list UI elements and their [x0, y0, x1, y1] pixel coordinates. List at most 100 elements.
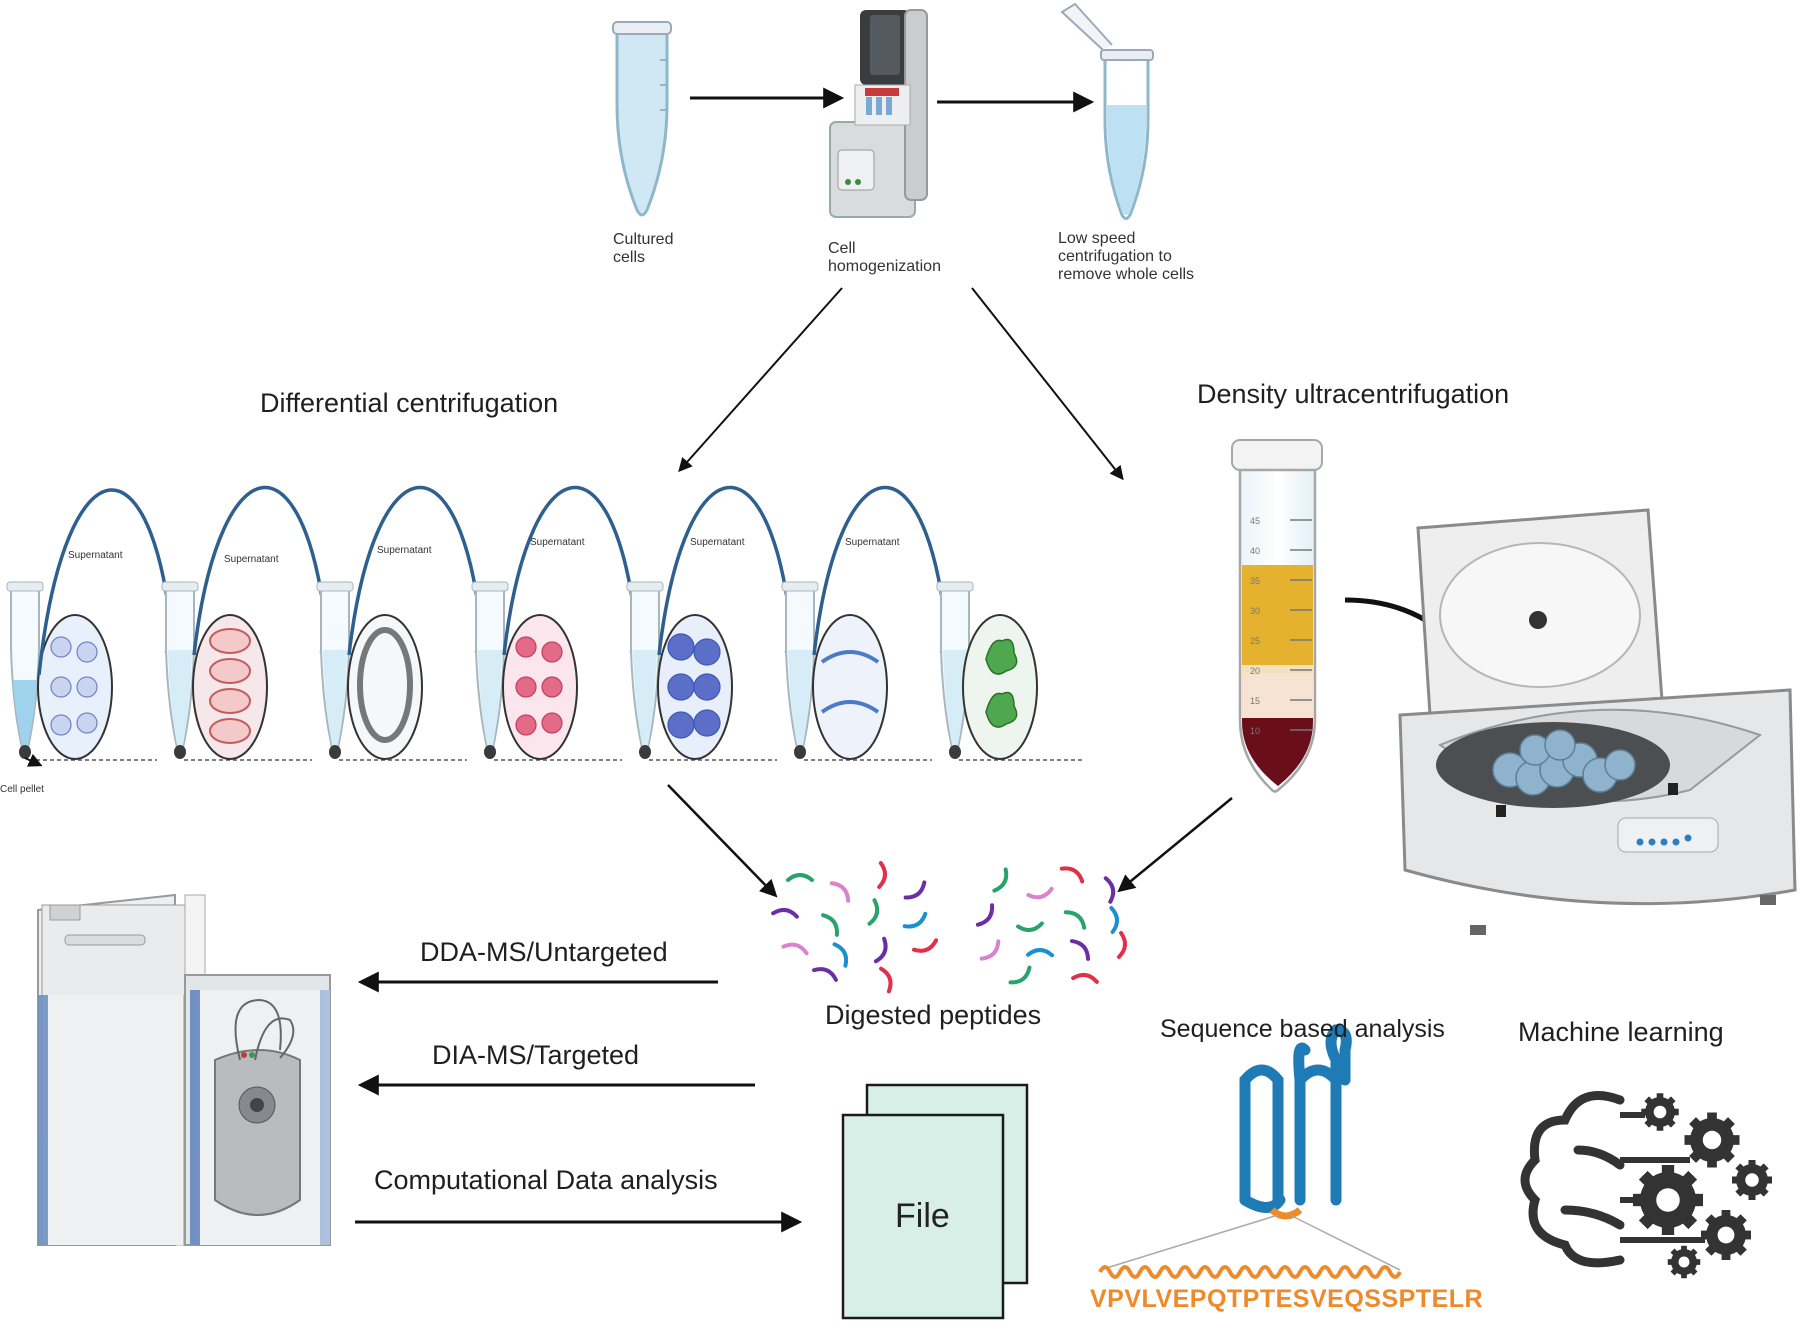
organelle	[667, 673, 695, 701]
magnified-view	[37, 614, 113, 760]
peptide-fragment	[1071, 972, 1099, 984]
pellet-pointer-arrow	[24, 753, 43, 767]
scale-tick-label: 15	[1250, 696, 1260, 706]
gear	[1641, 1093, 1679, 1131]
peptide-fragment	[979, 939, 1001, 961]
peptide-fragment	[1103, 876, 1116, 904]
peptide-fragment	[867, 898, 880, 926]
peptide-fragment	[1109, 906, 1119, 934]
label-cell-homogenization: Cell homogenization	[828, 240, 941, 275]
pellet	[794, 745, 806, 759]
magnified-view	[502, 614, 578, 760]
peptide-fragment	[1026, 886, 1054, 900]
peptide-fragment	[1069, 939, 1091, 961]
gear-hole	[1678, 1256, 1690, 1268]
title-sequence-analysis: Sequence based analysis	[1160, 1015, 1445, 1043]
label-dia-ms: DIA-MS/Targeted	[432, 1040, 640, 1070]
peptide-fragment	[812, 967, 838, 982]
tube-liquid	[478, 650, 502, 752]
gear-hole	[1702, 1130, 1722, 1150]
scale-tick-label: 35	[1250, 576, 1260, 586]
supernatant-transfer-arrow	[192, 485, 337, 669]
organelle	[515, 714, 537, 736]
supernatant-label-3: Supernatant	[377, 545, 432, 556]
peptide-fragment	[1016, 921, 1044, 933]
tube-liquid	[943, 650, 967, 752]
gear-hole	[1745, 1173, 1759, 1187]
organelle	[541, 676, 563, 698]
supernatant-transfer-arrow	[502, 485, 647, 669]
peptide-fragment	[821, 913, 839, 937]
title-density-ultracentrifugation: Density ultracentrifugation	[1197, 379, 1510, 409]
supernatant-label-4: Supernatant	[530, 537, 585, 548]
mass-spectrometer	[37, 893, 331, 1246]
organelle	[50, 714, 72, 736]
scale-tick-label: 30	[1250, 606, 1260, 616]
mitochondrion	[209, 658, 251, 684]
fraction-stage-1	[6, 488, 182, 761]
tube-liquid	[633, 650, 657, 752]
tube-cap	[471, 581, 509, 592]
label-dda-ms: DDA-MS/Untargeted	[420, 937, 668, 967]
digested-peptides-cluster	[771, 861, 1127, 994]
title-differential-centrifugation: Differential centrifugation	[260, 388, 559, 418]
pellet	[174, 745, 186, 759]
magnified-view	[192, 614, 268, 760]
mitochondrion	[209, 628, 251, 654]
arrow-to-differential	[678, 287, 843, 473]
fraction-stage-5	[626, 485, 802, 761]
file-icon-label: File	[895, 1197, 950, 1235]
peptide-fragment	[781, 942, 809, 956]
zoom-lines	[1099, 1214, 1401, 1271]
tube-cap	[781, 581, 819, 592]
scale-tick-label: 10	[1250, 726, 1260, 736]
organelle	[667, 633, 695, 661]
tube-liquid	[788, 650, 812, 752]
cultured-cells-tube	[612, 21, 672, 217]
peptide-fragment	[1059, 866, 1085, 884]
peptide-fragment	[829, 881, 851, 903]
gear	[1684, 1112, 1740, 1168]
label-low-speed-centrifugation: Low speed centrifugation to remove whole…	[1058, 230, 1195, 283]
scale-tick-label: 40	[1250, 546, 1260, 556]
organelle	[693, 638, 721, 666]
supernatant-transfer-arrow	[812, 485, 957, 669]
arrow-density-to-peptides	[1117, 797, 1233, 893]
organelle	[76, 712, 98, 734]
pellet	[329, 745, 341, 759]
mitochondrion	[209, 718, 251, 744]
peptide-fragment	[1063, 910, 1087, 930]
density-gradient-tube	[1231, 439, 1323, 793]
gear	[1633, 1165, 1703, 1235]
fraction-stage-3	[316, 485, 492, 761]
label-computational-data-analysis: Computational Data analysis	[374, 1165, 718, 1195]
differential-centrifugation-row	[6, 485, 1082, 767]
tube-cap	[316, 581, 354, 592]
scale-tick-label: 45	[1250, 516, 1260, 526]
organelle	[667, 711, 695, 739]
supernatant-transfer-arrow	[347, 485, 492, 669]
supernatant-label-1: Supernatant	[68, 550, 123, 561]
organelle	[541, 641, 563, 663]
cell-pellet-label: Cell pellet	[0, 784, 44, 795]
peptide-fragment	[832, 942, 849, 968]
peptide-fragment	[877, 861, 887, 889]
peptide-fragment	[902, 911, 928, 929]
supernatant-transfer-arrow	[657, 485, 802, 669]
title-machine-learning: Machine learning	[1518, 1017, 1724, 1047]
peptide-fragment	[1116, 931, 1127, 959]
arrow-differential-to-peptides	[667, 784, 778, 898]
gear	[1667, 1245, 1701, 1279]
gear-hole	[1656, 1188, 1680, 1212]
peptide-fragment	[911, 938, 939, 953]
tube-cap	[936, 581, 974, 592]
peptide-fragment	[992, 867, 1009, 893]
supernatant-label-5: Supernatant	[690, 537, 745, 548]
supernatant-label-6: Supernatant	[845, 537, 900, 548]
peptide-wave	[1098, 1265, 1402, 1279]
organelle	[693, 709, 721, 737]
scale-tick-label: 20	[1250, 666, 1260, 676]
green-aggregate	[985, 691, 1018, 728]
fraction-stage-6	[781, 485, 957, 761]
er-fragment	[820, 700, 880, 714]
